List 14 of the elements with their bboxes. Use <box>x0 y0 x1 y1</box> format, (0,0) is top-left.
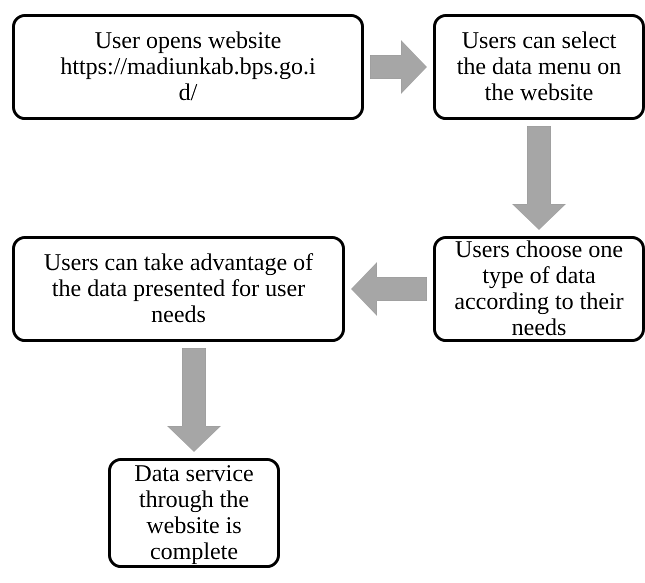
step-text: User opens website https://madiunkab.bps.go.id/ <box>59 28 317 106</box>
block-arrow <box>351 262 427 316</box>
block-arrow <box>370 40 427 94</box>
process-box <box>108 458 280 568</box>
process-box <box>433 14 645 120</box>
block-arrow <box>167 348 221 452</box>
process-box <box>12 14 364 120</box>
step-text: Data service through the website is complete <box>133 461 255 565</box>
step-text: Users can select the data menu on the website <box>456 28 622 106</box>
process-box <box>433 236 645 342</box>
process-box <box>12 236 345 342</box>
block-arrow <box>512 126 566 230</box>
step-text: Users choose one type of data according to their needs <box>453 239 625 339</box>
step-text: Users can take advantage of the data presented for user needs <box>42 250 314 328</box>
